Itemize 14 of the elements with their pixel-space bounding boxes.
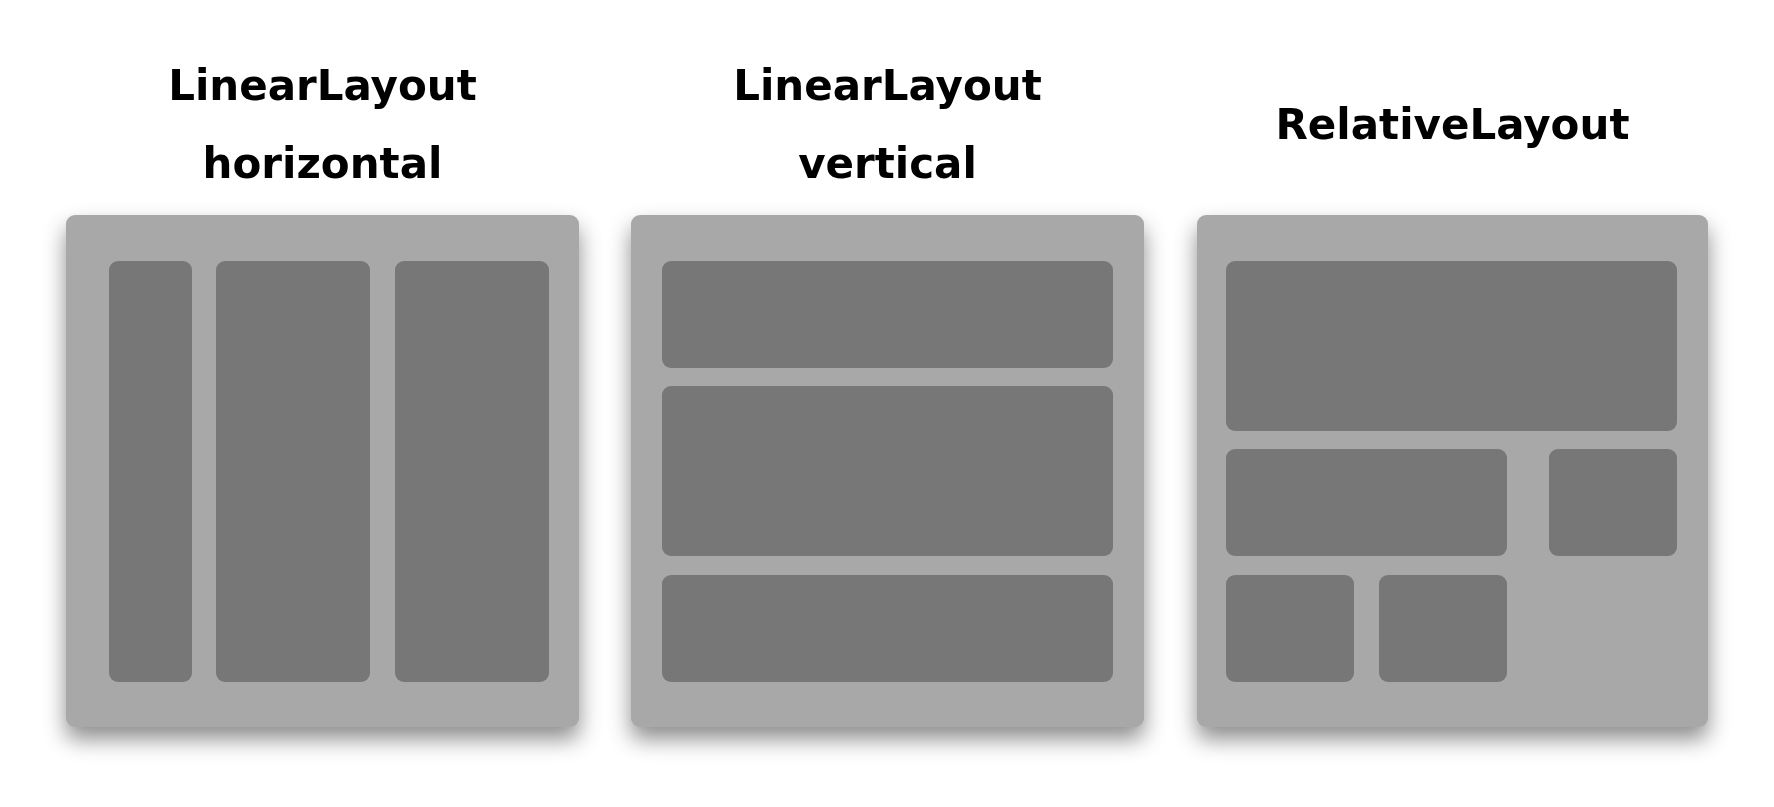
panel-title: LinearLayout vertical: [732, 60, 1043, 190]
child-view-box: [1226, 575, 1354, 682]
child-view-box: [109, 261, 192, 682]
panel-title: LinearLayout horizontal: [167, 60, 478, 190]
child-view-box: [1379, 575, 1507, 682]
child-view-box: [216, 261, 370, 682]
child-view-box: [662, 261, 1113, 368]
panel-title: RelativeLayout: [1274, 99, 1631, 151]
child-view-box: [662, 575, 1113, 682]
child-view-box: [1226, 449, 1507, 556]
child-view-box: [395, 261, 549, 682]
child-view-box: [662, 386, 1113, 556]
child-view-box: [1226, 261, 1677, 431]
child-view-box: [1549, 449, 1677, 556]
